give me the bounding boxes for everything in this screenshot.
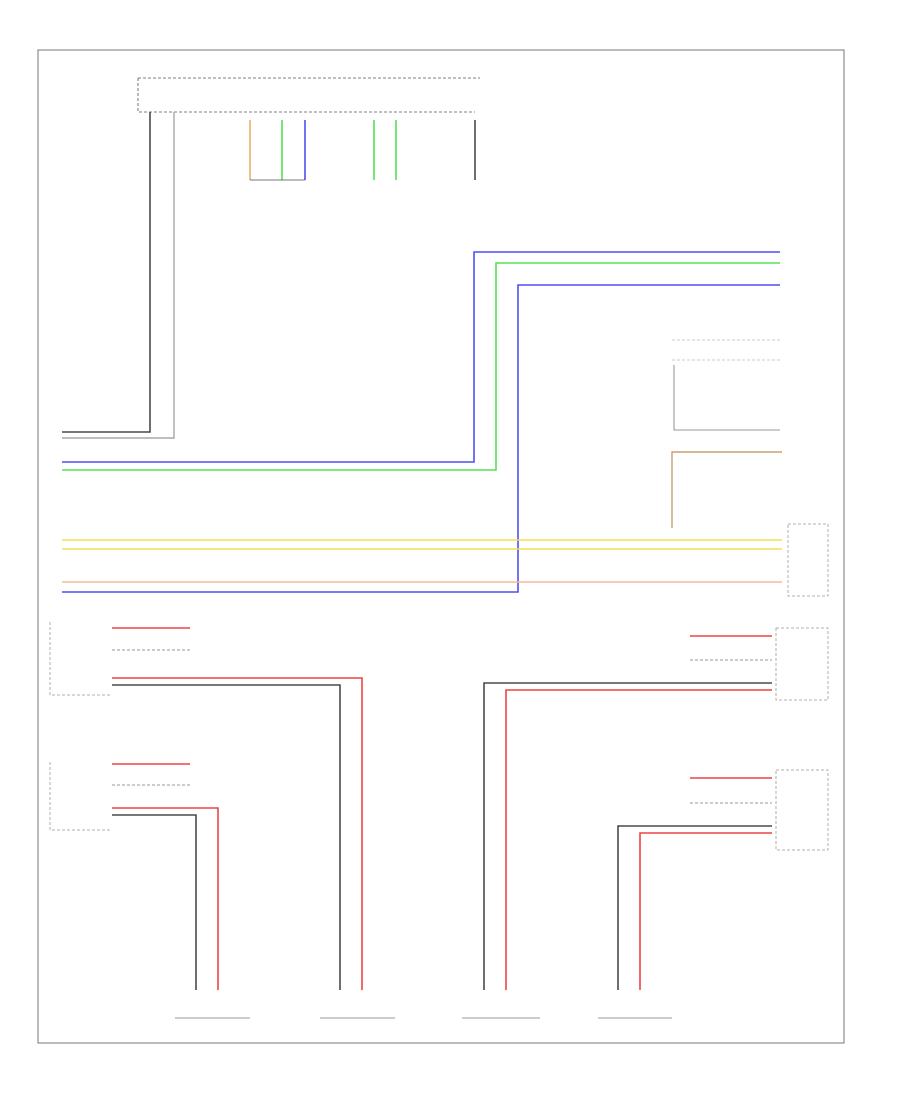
- courtesy-wires-left: [112, 627, 190, 786]
- lf-door-speaker-wires: [112, 677, 363, 990]
- trunk-wires: [62, 112, 175, 439]
- tan-wire: [671, 451, 782, 528]
- top-module: [137, 77, 480, 113]
- tailgate-module-box: [787, 523, 829, 597]
- diagram-frame: [37, 49, 845, 1044]
- signal-wires: [62, 251, 780, 593]
- mirror-switch: [672, 339, 780, 431]
- right-door-modules: [775, 627, 829, 851]
- rf-door-speaker-wires: [483, 682, 772, 990]
- courtesy-wires-right: [690, 635, 772, 804]
- top-stubs: [249, 120, 476, 181]
- left-door-modules: [49, 622, 110, 831]
- power-wires: [62, 539, 782, 583]
